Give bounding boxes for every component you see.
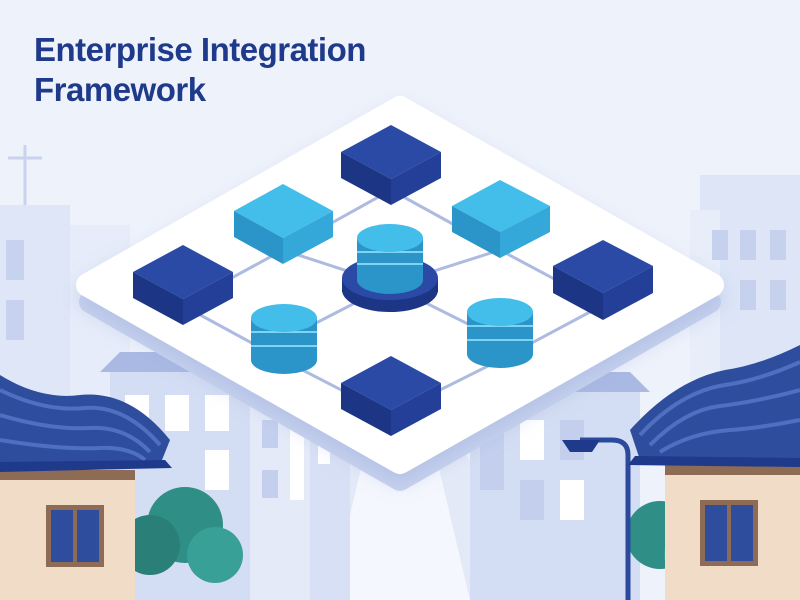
title-line-1: Enterprise Integration (34, 31, 366, 68)
central-hub-database (342, 224, 438, 312)
traditional-house-right (628, 345, 800, 600)
integration-node-database-left (251, 304, 317, 374)
integration-node-block-upper-left (234, 184, 333, 264)
integration-node-block-right (553, 240, 653, 320)
integration-node-block-top (341, 125, 441, 205)
integration-node-block-left (133, 245, 233, 325)
right-street-buildings (460, 372, 650, 600)
title-line-2: Framework (34, 71, 206, 108)
traditional-house-left (0, 375, 172, 600)
street-lamp (562, 437, 631, 600)
integration-node-database-right (467, 298, 533, 368)
integration-node-block-bottom (341, 356, 441, 436)
page-title: Enterprise Integration Framework (34, 30, 366, 110)
integration-node-block-upper-right (452, 180, 550, 258)
